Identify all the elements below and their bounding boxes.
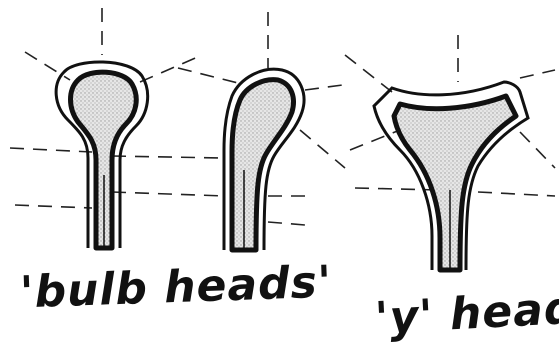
caption-bulb-heads: 'bulb heads': [19, 257, 333, 319]
caption-y-head: 'y' head: [374, 283, 559, 344]
bulb-head-1: [56, 62, 148, 248]
bulb-head-2: [224, 69, 304, 250]
y-head: [374, 82, 528, 270]
